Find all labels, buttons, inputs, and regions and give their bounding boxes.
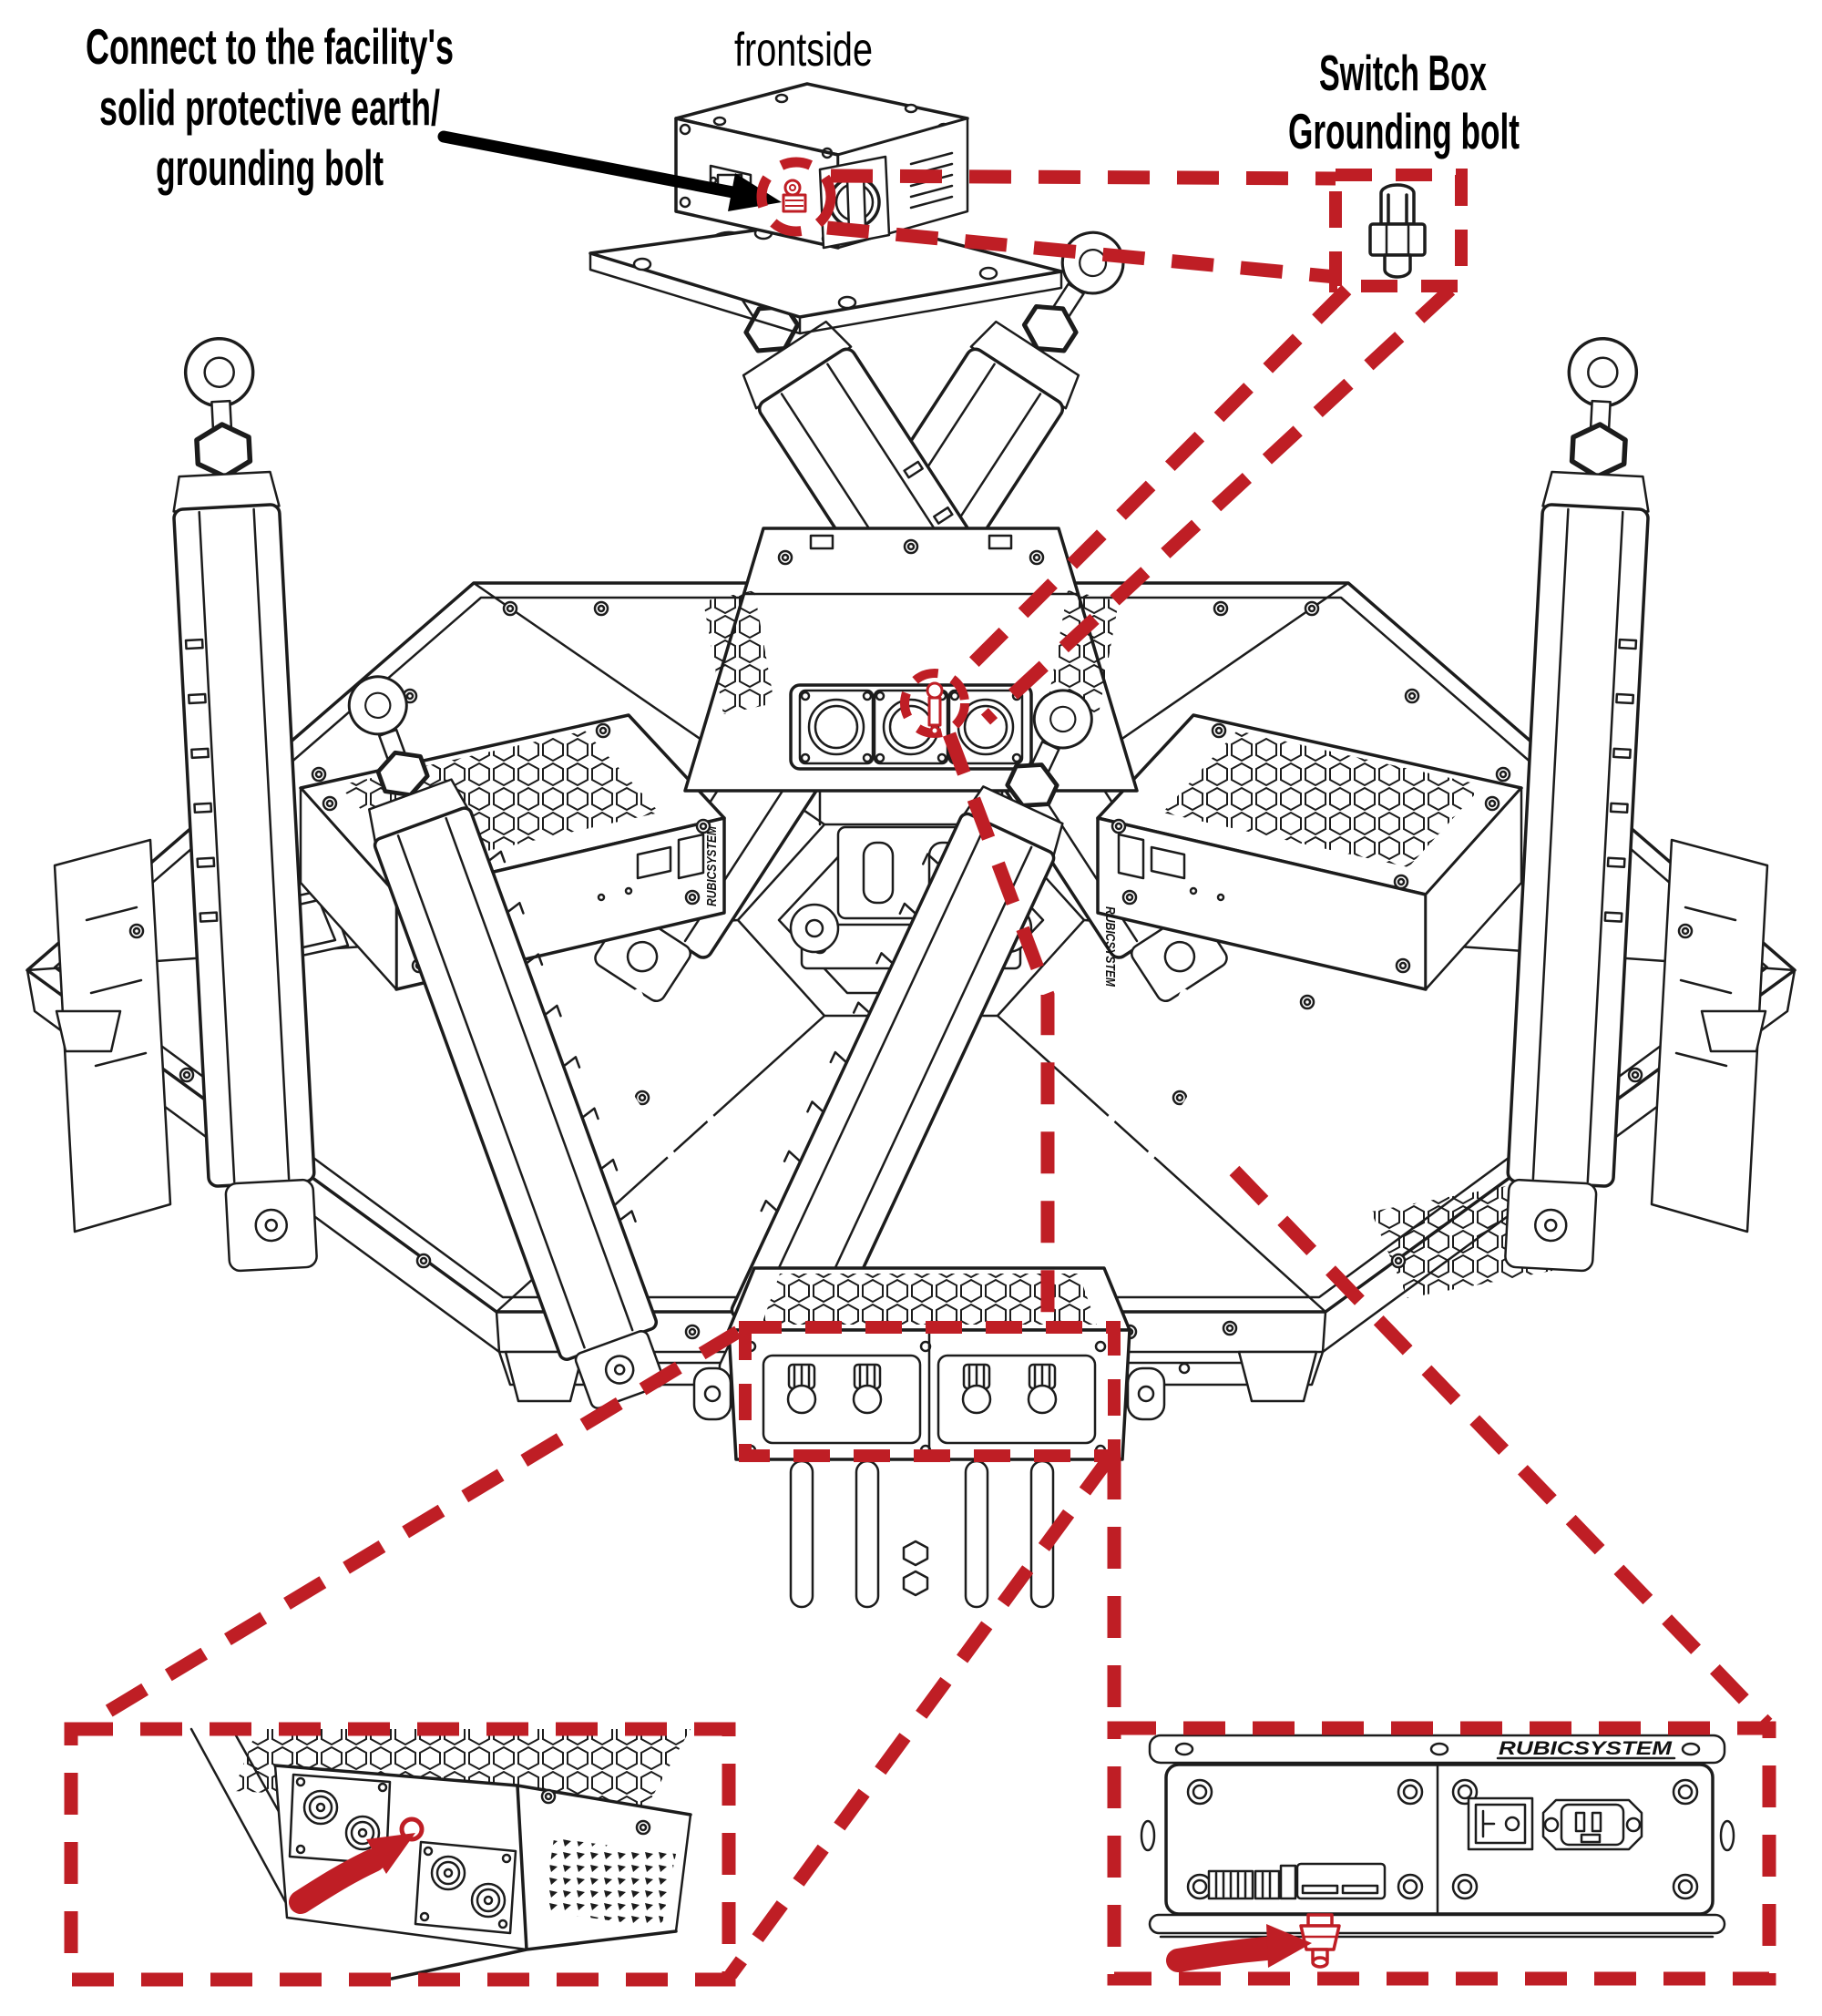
detail-box-left-frame xyxy=(64,1722,736,1987)
cables xyxy=(578,988,1244,1271)
grounding-bolt-center-icon xyxy=(926,681,944,736)
frontside-label: frontside xyxy=(734,24,873,77)
grounding-bolt-detail-icon xyxy=(1368,183,1427,279)
brand-logo-amp-left: RUBICSYSTEM xyxy=(704,826,720,906)
grounding-bolt-detail-frame xyxy=(1329,169,1468,292)
detail-box-right-drawing: RUBICSYSTEM xyxy=(1140,1734,1735,1939)
brand-logo-amp-right: RUBICSYSTEM xyxy=(1102,906,1118,987)
brand-logo: RUBICSYSTEM xyxy=(1499,1738,1673,1759)
actuator-center-left xyxy=(339,667,665,1409)
grounding-point-marker-left xyxy=(399,1816,425,1842)
rocker-switch-icon xyxy=(1467,1796,1534,1851)
red-annotations xyxy=(64,157,1776,1987)
grounding-bolt-rear-icon xyxy=(1299,1913,1341,1969)
connect-note-line3: grounding bolt xyxy=(156,139,384,196)
bottom-connector-box xyxy=(692,1266,1166,1609)
iec-inlet-rear-icon xyxy=(1541,1798,1643,1851)
red-dashed-lines xyxy=(83,169,1773,1980)
detail-box-right-frame xyxy=(1107,1721,1776,1986)
amp-box-right: RUBICSYSTEM xyxy=(1096,713,1523,991)
center-connector-highlight-frame xyxy=(739,1321,1121,1462)
actuator-right-outer xyxy=(1504,335,1650,1273)
platform-drawing: RUBICSYSTEM RUBICSYSTEM xyxy=(26,219,1796,1609)
grounding-bolt-front-icon xyxy=(782,179,807,213)
black-arrow xyxy=(437,130,782,211)
connector-panel-center xyxy=(683,527,1139,826)
switchbox-callout-line1: Switch Box xyxy=(1319,45,1487,101)
connector-plate-2 xyxy=(414,1840,517,1935)
actuator-left-outer xyxy=(172,335,318,1273)
switchbox-callout-line2: Grounding bolt xyxy=(1288,103,1520,159)
red-arrow-left xyxy=(289,1833,415,1914)
rear-bottom-strip xyxy=(1148,1913,1726,1935)
terminal-blocks xyxy=(1207,1862,1387,1900)
cable-glands xyxy=(786,1363,1058,1609)
front-bolt-callout-circle xyxy=(756,157,836,237)
switchbox-front-drawing xyxy=(589,82,1063,335)
detail-box-left-drawing xyxy=(189,1727,692,1980)
text-labels: Connect to the facility's solid protecti… xyxy=(86,18,1520,196)
hinge-flange-left-of-center xyxy=(789,903,840,954)
connect-note-line2: solid protective earth/ xyxy=(99,79,440,136)
connect-note-line1: Connect to the facility's xyxy=(86,18,454,75)
red-arrow-right xyxy=(1166,1924,1312,1972)
